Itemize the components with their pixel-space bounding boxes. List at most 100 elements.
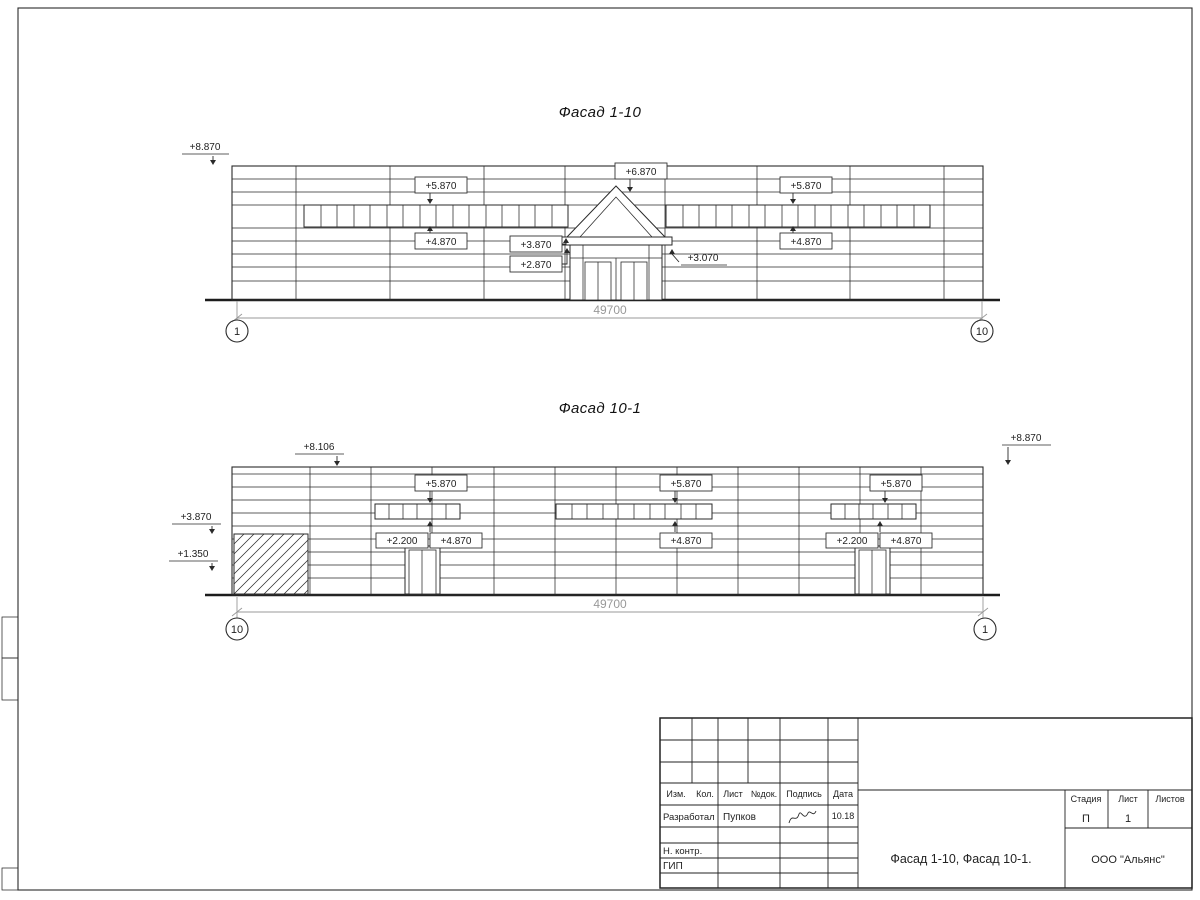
hatch-lines: [233, 533, 309, 595]
up-arrow-icon: [672, 521, 678, 526]
mark-label: +5.870: [881, 479, 912, 490]
dimension-value: 49700: [593, 597, 627, 611]
header-list: Лист: [723, 789, 743, 799]
elevation-mark-1350-left: +1.350: [169, 549, 218, 571]
window-band-c: [830, 503, 917, 520]
down-arrow-icon: [209, 529, 215, 534]
mark-box: [825, 532, 879, 549]
elevation-mark-4870-b: +4.870: [659, 521, 713, 549]
axis-number-left: 10: [231, 624, 243, 636]
window-band-a-mullions: [388, 504, 447, 519]
title-block: Изм. Кол. Лист №док. Подпись Дата Разраб…: [659, 717, 1193, 889]
window-band-left-mullions: [320, 205, 553, 227]
mark-label: +5.870: [426, 479, 457, 490]
facade2-dimension: 49700 10 1: [225, 597, 997, 641]
mark-leader: [562, 243, 567, 245]
title-block-border: [659, 717, 1193, 889]
mark-label: +8.870: [1011, 433, 1042, 444]
mark-label: +5.870: [791, 181, 822, 192]
elevation-mark-2200-b: +2.200: [825, 532, 879, 549]
mark-leader: [562, 253, 568, 265]
mark-label: +2.200: [387, 536, 418, 547]
mark-box: [429, 532, 483, 549]
down-arrow-icon: [427, 199, 433, 204]
ncontrol-label: Н. контр.: [663, 846, 702, 857]
down-arrow-icon: [882, 498, 888, 503]
mark-box: [659, 532, 713, 549]
axis-bubble-left: [225, 617, 249, 641]
elevation-mark-4870-right: +4.870: [779, 226, 833, 250]
elevation-mark-3070: +3.070: [669, 249, 727, 266]
developer-role: Разработал: [663, 812, 715, 823]
mark-label: +8.870: [190, 142, 221, 153]
mark-label: +3.870: [181, 512, 212, 523]
mark-label: +4.870: [671, 536, 702, 547]
down-arrow-icon: [210, 160, 216, 165]
elevation-mark-8870-right: +8.870: [1002, 433, 1051, 465]
company-name: ООО "Альянс": [1091, 854, 1165, 866]
elevation-mark-5870-b: +5.870: [659, 474, 713, 503]
frame-border: [17, 7, 1193, 891]
elevation-mark-5870-left: +5.870: [414, 176, 468, 204]
down-arrow-icon: [790, 199, 796, 204]
facade-10-1: Фасад 10-1 +8.106: [169, 400, 1051, 641]
facade2-wall-outline: [231, 466, 984, 596]
stage-header: Стадия: [1071, 794, 1102, 804]
louver-grille: [233, 533, 309, 595]
mark-label: +8.106: [304, 442, 335, 453]
elevation-mark-8870: +8.870: [182, 142, 229, 165]
grille-frame: [233, 533, 309, 595]
mark-label: +4.870: [426, 237, 457, 248]
developer-date: 10.18: [832, 811, 855, 821]
side-stamp-box-3: [1, 867, 19, 891]
sheet-value: 1: [1125, 813, 1131, 825]
signature-mark: [788, 810, 817, 824]
mark-box: [779, 176, 833, 194]
gip-label: ГИП: [663, 861, 683, 872]
mark-box: [414, 474, 468, 492]
sheets-header: Листов: [1155, 794, 1184, 804]
door-leafs: [408, 549, 437, 595]
extension-lines: [236, 597, 984, 618]
facade2-panel-joints: [309, 467, 922, 595]
mark-label: +2.200: [837, 536, 868, 547]
window-band-right-mullions: [682, 205, 915, 227]
mark-box: [614, 162, 668, 180]
document-title: Фасад 1-10, Фасад 10-1.: [890, 852, 1031, 866]
side-stamp-box-2: [1, 657, 19, 701]
elevation-mark-2870: +2.870: [509, 248, 570, 273]
facade1-title: Фасад 1-10: [559, 104, 642, 121]
mark-label: +5.870: [426, 181, 457, 192]
mark-box: [879, 532, 933, 549]
elevation-mark-5870-right: +5.870: [779, 176, 833, 204]
mark-box: [414, 232, 468, 250]
mark-leader: [671, 253, 680, 263]
sheet-frame: [1, 7, 1193, 891]
side-stamp-box-1: [1, 616, 19, 659]
header-podpis: Подпись: [786, 789, 822, 799]
mark-box: [375, 532, 429, 549]
header-ndok: №док.: [751, 789, 777, 799]
elevation-mark-6870: +6.870: [614, 162, 668, 192]
axis-number-right: 1: [982, 624, 988, 636]
up-arrow-icon: [790, 226, 796, 231]
mark-label: +1.350: [178, 549, 209, 560]
mark-box: [869, 474, 923, 492]
down-arrow-icon: [672, 498, 678, 503]
header-izm: Изм.: [666, 789, 685, 799]
header-data: Дата: [833, 789, 853, 799]
down-arrow-icon: [1005, 460, 1011, 465]
up-arrow-icon: [563, 238, 569, 243]
down-arrow-icon: [427, 498, 433, 503]
mark-label: +3.870: [521, 240, 552, 251]
mark-label: +4.870: [791, 237, 822, 248]
elevation-mark-5870-c: +5.870: [869, 474, 923, 503]
mark-label: +5.870: [671, 479, 702, 490]
up-arrow-icon: [564, 248, 570, 253]
axis-bubble-right: [973, 617, 997, 641]
sheet-header: Лист: [1118, 794, 1138, 804]
mark-label: +2.870: [521, 260, 552, 271]
stage-value: П: [1082, 813, 1090, 825]
elevation-mark-3870-left: +3.870: [172, 512, 221, 534]
